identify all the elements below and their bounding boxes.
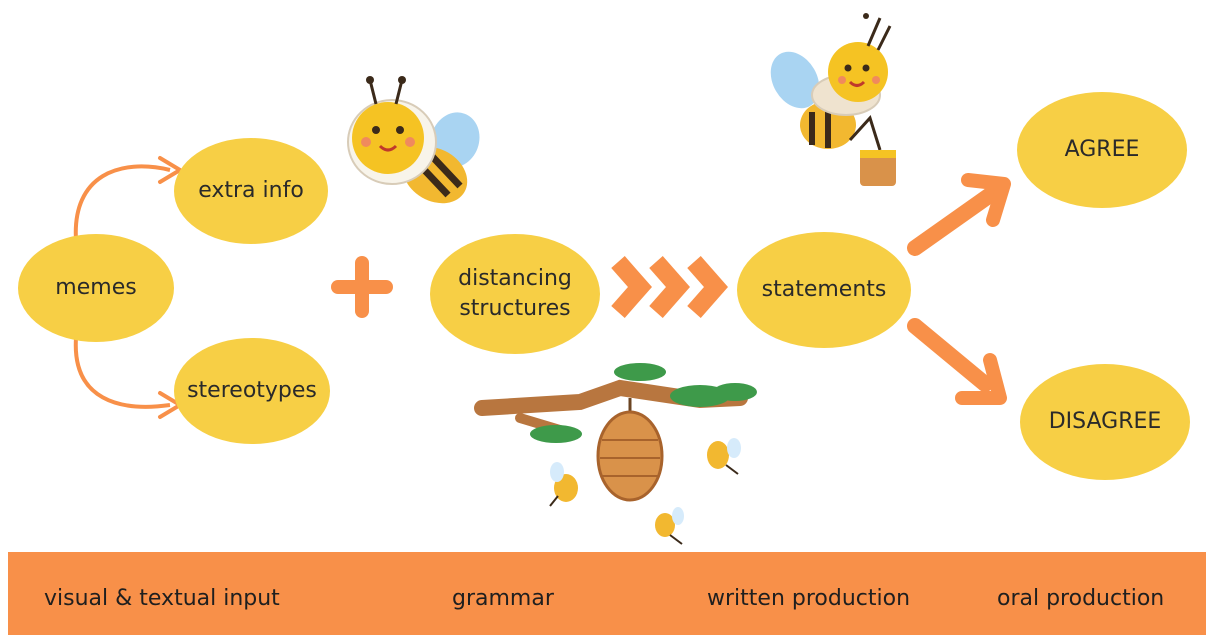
stages-bar <box>8 552 1206 635</box>
stage-oral-label: oral production <box>997 586 1165 611</box>
node-extra-info: extra info <box>174 138 328 244</box>
node-statements: statements <box>737 232 911 348</box>
small-bee-icon <box>707 438 741 475</box>
stage-input-label: visual & textual input <box>44 586 280 611</box>
small-bee-icon <box>549 462 578 507</box>
node-agree-label: AGREE <box>1064 137 1140 163</box>
plus-icon <box>331 256 393 318</box>
bee-icon <box>347 76 480 204</box>
node-extra-info-label: extra info <box>198 178 304 204</box>
node-disagree-label: DISAGREE <box>1048 409 1162 435</box>
chevrons-icon <box>611 256 728 318</box>
node-distancing-line1: distancing <box>458 266 572 292</box>
node-stereotypes: stereotypes <box>174 338 330 444</box>
node-agree: AGREE <box>1017 92 1187 208</box>
small-bee-icon <box>655 507 684 545</box>
node-stereotypes-label: stereotypes <box>187 378 317 404</box>
arrow-to-disagree <box>907 318 1007 405</box>
bee-with-honey-pot-icon <box>770 13 896 186</box>
node-disagree: DISAGREE <box>1020 364 1190 480</box>
node-statements-label: statements <box>761 277 887 303</box>
node-distancing-line2: structures <box>459 296 571 321</box>
beehive-branch-icon <box>474 363 757 502</box>
stage-written-label: written production <box>707 586 911 611</box>
arrow-to-agree <box>907 173 1011 256</box>
stage-grammar-label: grammar <box>452 586 554 611</box>
node-distancing-structures: distancing structures <box>430 234 600 354</box>
node-memes: memes <box>18 234 174 342</box>
node-memes-label: memes <box>55 275 137 301</box>
arrow-memes-to-stereotypes <box>73 337 171 409</box>
arrow-memes-to-extra-info <box>73 164 171 241</box>
